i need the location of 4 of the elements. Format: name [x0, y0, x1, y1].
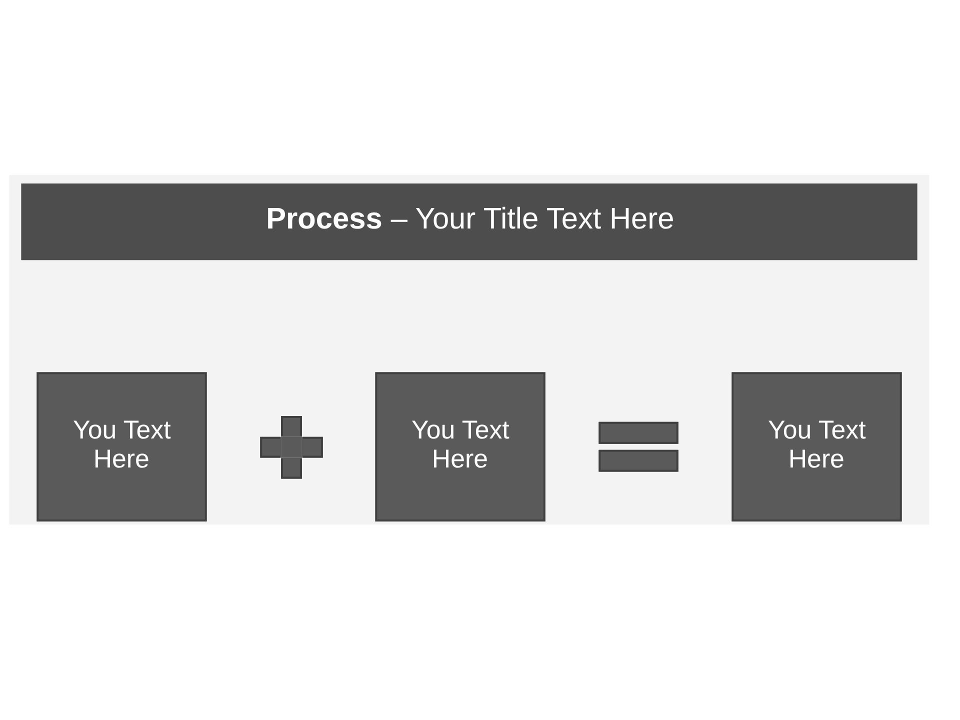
- node-box: You Text Here: [732, 372, 902, 521]
- node-box: You Text Here: [36, 372, 207, 521]
- node-box: You Text Here: [375, 372, 546, 521]
- diagram-title: Process – Your Title Text Here: [266, 202, 674, 235]
